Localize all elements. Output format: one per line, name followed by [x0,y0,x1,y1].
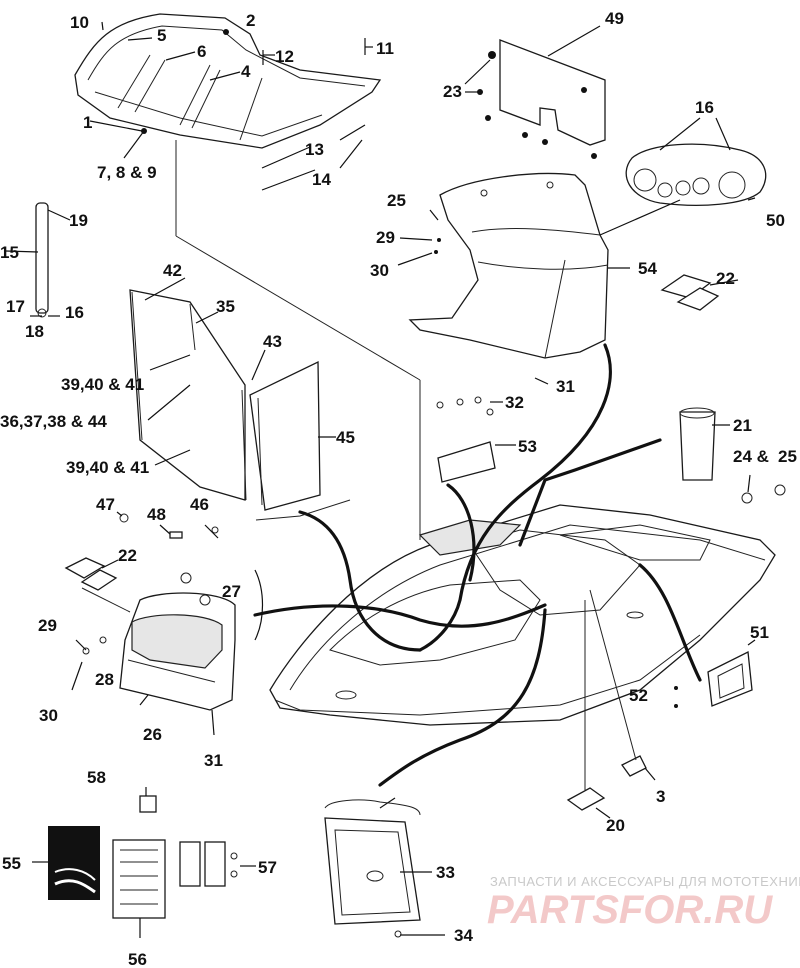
label-2: 2 [246,11,255,30]
label-30-top: 30 [370,261,389,280]
watermark-caption: ЗАПЧАСТИ И АКСЕССУАРЫ ДЛЯ МОТОТЕХНИКИ [490,874,800,889]
label-29-left: 29 [38,616,57,635]
label-33: 33 [436,863,455,882]
label-49: 49 [605,9,624,28]
label-55: 55 [2,854,21,873]
decal-22a [660,274,739,311]
label-27: 27 [222,582,241,601]
label-21: 21 [733,416,752,435]
label-39-40-41-a: 39,40 & 41 [61,375,144,394]
label-50: 50 [766,211,785,230]
kit-57 [179,841,256,887]
label-25-right: 25 [778,447,797,466]
label-7-8-9: 7, 8 & 9 [97,163,157,182]
label-4: 4 [241,62,251,81]
label-43: 43 [263,332,282,351]
seat-back-35 [129,277,246,501]
label-46: 46 [190,495,209,514]
label-32: 32 [505,393,524,412]
label-51: 51 [750,623,769,642]
label-10: 10 [70,13,89,32]
label-54: 54 [638,259,657,278]
label-58: 58 [87,768,106,787]
label-26: 26 [143,725,162,744]
gauge-panel-50 [625,117,767,206]
pad-20 [566,600,611,819]
label-12: 12 [275,47,294,66]
label-17: 17 [6,297,25,316]
label-45: 45 [336,428,355,447]
label-18: 18 [25,322,44,341]
windshield-leaders [89,37,421,540]
label-30-left: 30 [39,706,58,725]
label-22-left: 22 [118,546,137,565]
callout-labels: 10 2 5 6 12 11 4 1 7, 8 & 9 13 14 49 23 … [0,9,797,968]
manual-55 [32,826,100,900]
label-31-top: 31 [556,377,575,396]
label-42: 42 [163,261,182,280]
label-1: 1 [83,113,92,132]
label-52: 52 [629,686,648,705]
label-35: 35 [216,297,235,316]
cover-panel-49 [464,25,606,159]
label-6: 6 [197,42,206,61]
label-13: 13 [305,140,324,159]
cables [253,343,702,809]
label-31-left: 31 [204,751,223,770]
vent-51 [674,639,756,708]
label-28: 28 [95,670,114,689]
fittings-24-25 [741,474,786,504]
cup-holder-21 [679,407,730,481]
label-3: 3 [656,787,665,806]
label-53: 53 [518,437,537,456]
label-15: 15 [0,243,19,262]
watermark-brand: PARTSFOR.RU [487,888,773,932]
label-29-top: 29 [376,228,395,247]
label-24-and: 24 & [733,447,769,466]
label-23: 23 [443,82,462,101]
label-16-bracket: 16 [65,303,84,322]
label-11: 11 [376,39,394,58]
screw-10 [101,21,104,31]
watermark: ЗАПЧАСТИ И АКСЕССУАРЫ ДЛЯ МОТОТЕХНИКИ PA… [487,874,800,932]
fasteners-row [116,511,219,539]
label-47: 47 [96,495,115,514]
label-14: 14 [312,170,331,189]
label-20: 20 [606,816,625,835]
label-36-37-38-44: 36,37,38 & 44 [0,412,107,431]
booklets-56 [112,839,166,938]
label-16-gauge: 16 [695,98,714,117]
label-19: 19 [69,211,88,230]
windshield [74,13,382,149]
tray-53 [436,396,516,483]
label-48: 48 [147,505,166,524]
bracket-15 [5,202,71,318]
hatch-33 [324,799,445,938]
decal-22b [64,557,119,591]
label-56: 56 [128,950,147,968]
label-5: 5 [157,26,166,45]
label-22-top: 22 [716,269,735,288]
label-25-top: 25 [387,191,406,210]
console-54 [397,172,681,385]
seat-panel-45 [241,349,336,511]
label-39-40-41-b: 39,40 & 41 [66,458,149,477]
label-34: 34 [454,926,473,945]
fastener-2 [223,29,229,35]
tag-58 [139,787,157,813]
cooler-26 [71,572,236,736]
clip-3 [589,589,656,781]
label-57: 57 [258,858,277,877]
